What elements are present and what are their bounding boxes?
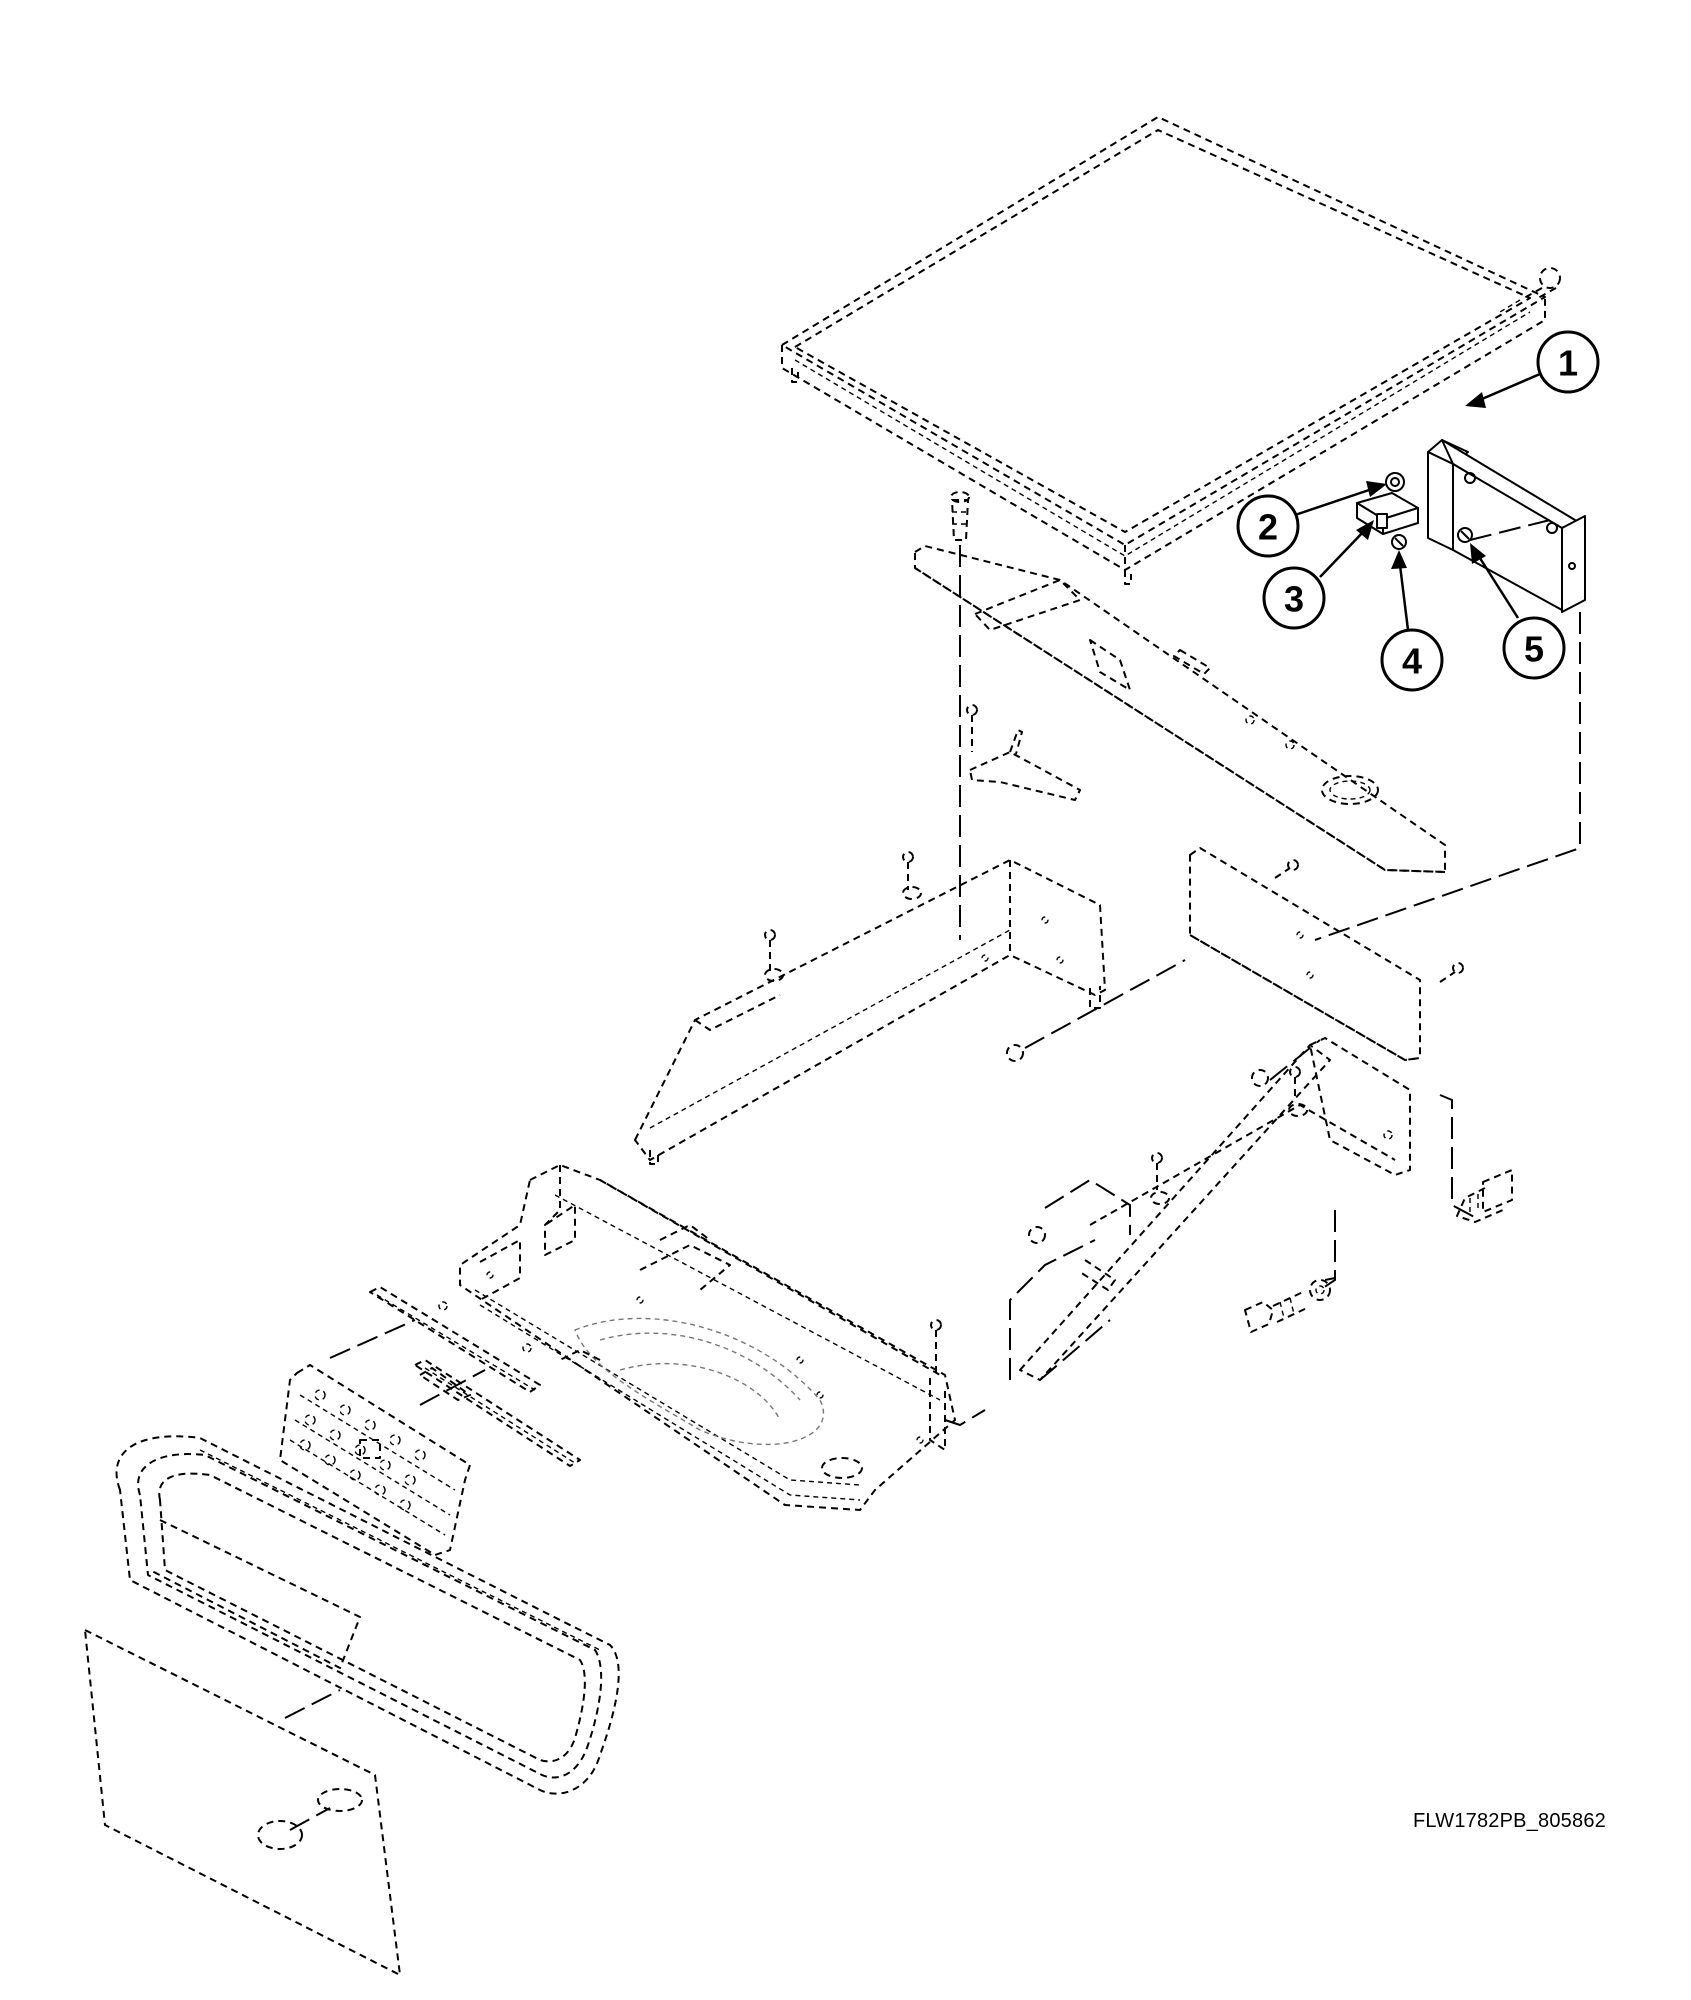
mounting-bracket bbox=[1427, 439, 1586, 613]
push-pin-fastener bbox=[950, 491, 970, 541]
screw bbox=[1391, 534, 1407, 550]
callout-label: 5 bbox=[1524, 629, 1544, 670]
callout-5: 5 bbox=[1470, 543, 1566, 680]
leveling-foot bbox=[1456, 1169, 1513, 1223]
knob bbox=[257, 1820, 303, 1850]
screw bbox=[1439, 962, 1464, 983]
cover-screw bbox=[1499, 267, 1561, 313]
screw bbox=[930, 1319, 942, 1372]
grommet bbox=[1251, 1069, 1269, 1087]
screw bbox=[1288, 1066, 1308, 1117]
callout-label: 2 bbox=[1258, 507, 1278, 548]
leader-line bbox=[1044, 1178, 1131, 1235]
control-mount-strip bbox=[369, 1286, 541, 1393]
drawing-code-label: FLW1782PB_805862 bbox=[1413, 1810, 1606, 1832]
front-right-bracket bbox=[1009, 1037, 1411, 1381]
callout-label: 4 bbox=[1402, 641, 1422, 682]
screw bbox=[764, 929, 784, 982]
base-frame bbox=[459, 1164, 986, 1511]
rear-frame-bracket bbox=[634, 859, 1106, 1165]
screw bbox=[438, 1301, 532, 1353]
control-console bbox=[115, 1435, 620, 1795]
callout-3: 3 bbox=[1262, 520, 1374, 630]
leader-line bbox=[1024, 959, 1186, 1049]
callout-1: 1 bbox=[1465, 330, 1600, 408]
leader-line bbox=[1324, 1277, 1336, 1281]
grommet bbox=[1006, 1044, 1024, 1062]
screw bbox=[966, 704, 978, 752]
top-cover-panel bbox=[781, 116, 1546, 585]
small-bracket bbox=[969, 729, 1081, 801]
callout-label: 3 bbox=[1284, 579, 1304, 620]
support-bar bbox=[914, 545, 1446, 873]
screw bbox=[1457, 527, 1473, 543]
nut bbox=[1309, 1279, 1331, 1301]
screw bbox=[1274, 859, 1299, 879]
screw bbox=[1150, 1152, 1170, 1205]
nut bbox=[1385, 472, 1405, 492]
leader-line bbox=[1269, 1039, 1321, 1081]
screw bbox=[902, 851, 922, 900]
retainer-strip bbox=[414, 1359, 581, 1467]
leader-line bbox=[419, 1369, 486, 1406]
leader-line bbox=[1469, 519, 1551, 541]
leader-line bbox=[1439, 1094, 1481, 1221]
switch bbox=[1356, 492, 1419, 535]
callout-2: 2 bbox=[1236, 481, 1387, 558]
leader-line bbox=[329, 1319, 416, 1359]
leader-line bbox=[1314, 612, 1581, 941]
leader-line bbox=[289, 1807, 331, 1831]
grommet bbox=[1028, 1226, 1046, 1244]
right-side-panel bbox=[1189, 847, 1421, 1061]
control-board bbox=[279, 1364, 471, 1556]
callout-4: 4 bbox=[1380, 550, 1444, 692]
callout-label: 1 bbox=[1558, 343, 1578, 384]
bolt bbox=[1244, 1291, 1308, 1333]
console-overlay bbox=[84, 1629, 401, 1976]
